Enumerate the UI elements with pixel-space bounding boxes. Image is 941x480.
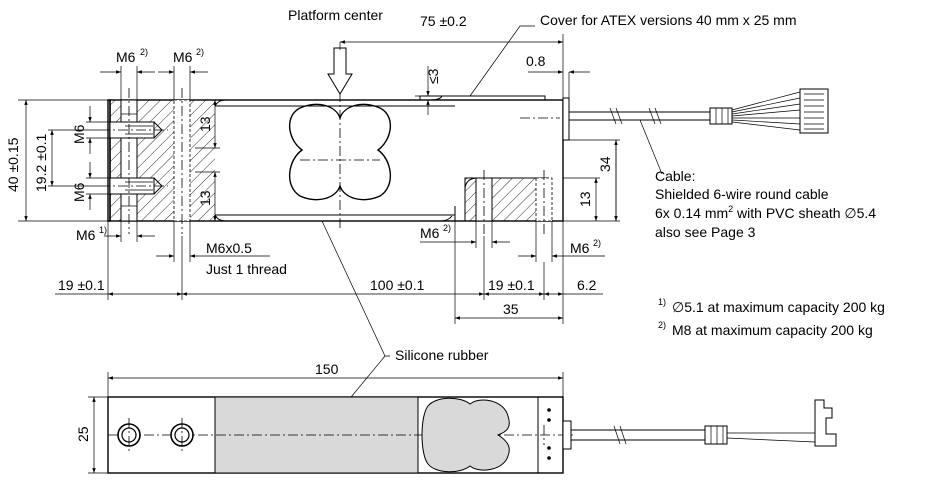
cable-line2: 6x 0.14 mm2 with PVC sheath ∅5.4 xyxy=(655,204,876,221)
note1-label: ∅5.1 at maximum capacity 200 kg xyxy=(672,299,885,315)
dim-150-label: 150 xyxy=(315,361,339,377)
m6-bottom-right-label: M6 xyxy=(570,240,590,256)
cover-label: Cover for ATEX versions 40 mm x 25 mm xyxy=(540,12,796,28)
m6-bottom-left-note: 1) xyxy=(99,225,107,235)
just-thread-label: Just 1 thread xyxy=(206,261,287,277)
cable-title: Cable: xyxy=(655,168,695,184)
m6-top-left-label: M6 xyxy=(116,49,136,65)
dim-34-label: 34 xyxy=(597,156,613,172)
m6-side-upper-label: M6 xyxy=(71,124,87,144)
dim-25-label: 25 xyxy=(75,426,91,442)
platform-center-label: Platform center xyxy=(288,7,383,23)
cable-line1: Shielded 6-wire round cable xyxy=(655,186,829,202)
m6-bottom-left-label: M6 xyxy=(76,227,96,243)
platform-center-arrow xyxy=(327,47,353,95)
m6-top-left-note: 2) xyxy=(140,47,148,57)
m6-top-mid-note: 2) xyxy=(196,47,204,57)
dim-13-right-label: 13 xyxy=(577,191,593,207)
note2-mark: 2) xyxy=(658,320,666,330)
dim-62-label: 6.2 xyxy=(577,277,597,293)
cable-line3: also see Page 3 xyxy=(655,224,756,240)
dim-192-label: 19.2 ±0.1 xyxy=(33,134,49,192)
drawing-labels: Platform center 75 ±0.2 Cover for ATEX v… xyxy=(5,7,885,442)
dim-le3-label: ≤3 xyxy=(425,68,441,84)
top-view xyxy=(107,396,837,474)
dim-19-label: 19 ±0.1 xyxy=(58,277,105,293)
dim-100-label: 100 ±0.1 xyxy=(370,277,425,293)
note2-label: M8 at maximum capacity 200 kg xyxy=(672,322,873,338)
m6x05-label: M6x0.5 xyxy=(206,240,252,256)
dim-35-label: 35 xyxy=(503,301,519,317)
bending-hole xyxy=(289,103,391,201)
dim-13-lower-label: 13 xyxy=(197,190,213,206)
side-dimensions xyxy=(18,25,663,409)
note1-mark: 1) xyxy=(658,297,666,307)
side-view xyxy=(100,47,829,234)
m6-side-lower-label: M6 xyxy=(71,182,87,202)
dim-40-label: 40 ±0.15 xyxy=(5,137,21,192)
dim-75-label: 75 ±0.2 xyxy=(420,13,467,29)
cable xyxy=(569,88,829,134)
m6-bottom-mid-note: 2) xyxy=(443,223,451,233)
m6-bottom-mid-label: M6 xyxy=(420,225,440,241)
m6-bottom-right-note: 2) xyxy=(593,238,601,248)
dim-13-upper-label: 13 xyxy=(197,116,213,132)
m6-top-mid-label: M6 xyxy=(173,49,193,65)
silicone-label: Silicone rubber xyxy=(395,347,489,363)
dim-08-label: 0.8 xyxy=(526,53,546,69)
dim-19b-label: 19 ±0.1 xyxy=(488,277,535,293)
top-dimensions xyxy=(88,372,564,474)
